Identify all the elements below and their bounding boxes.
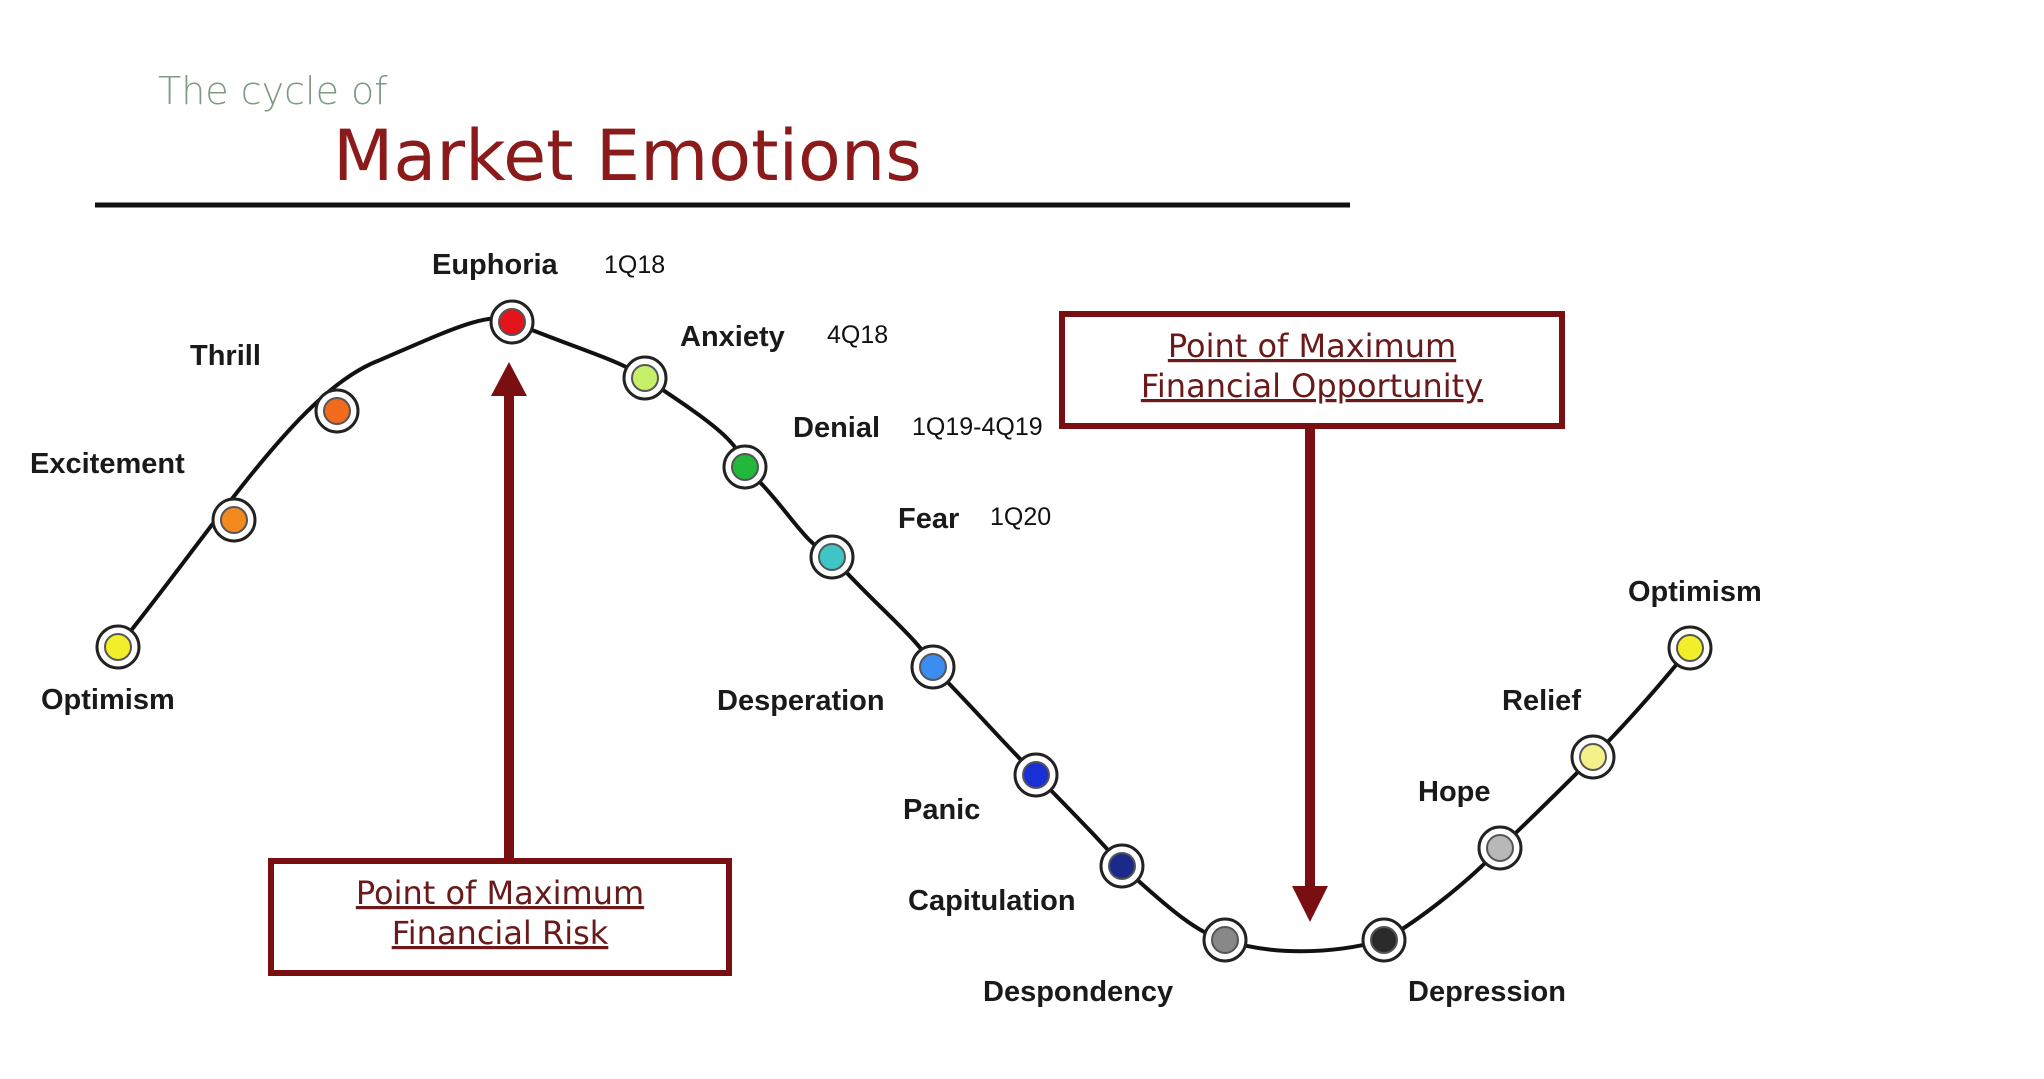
- stage-dot-euphoria: [489, 299, 535, 345]
- label-capitulation: Capitulation: [908, 885, 1076, 917]
- label-optimism-start: Optimism: [41, 684, 175, 716]
- risk-arrow: [491, 362, 527, 860]
- subtitle: The cycle of: [158, 69, 388, 113]
- callout-risk-line1: Point of Maximum: [356, 874, 644, 912]
- quarter-euphoria: 1Q18: [604, 251, 665, 279]
- callout-risk-line2: Financial Risk: [392, 914, 609, 952]
- callout-opportunity-line1: Point of Maximum: [1168, 327, 1456, 365]
- label-desperation: Desperation: [717, 685, 885, 717]
- quarter-denial: 1Q19-4Q19: [912, 413, 1043, 441]
- label-hope: Hope: [1418, 776, 1491, 808]
- stage-dot-panic: [1013, 752, 1059, 798]
- stage-dot-optimism-end: [1667, 625, 1713, 671]
- stage-dot-fear: [809, 534, 855, 580]
- stage-dot-hope: [1477, 825, 1523, 871]
- label-fear: Fear: [898, 503, 959, 535]
- label-optimism-end: Optimism: [1628, 576, 1762, 608]
- stage-dot-excitement: [211, 497, 257, 543]
- callout-maximum-risk: Point of Maximum Financial Risk: [268, 858, 732, 976]
- stage-dot-desperation: [910, 644, 956, 690]
- opportunity-arrow: [1292, 425, 1328, 922]
- label-panic: Panic: [903, 794, 980, 826]
- label-excitement: Excitement: [30, 448, 185, 480]
- quarter-fear: 1Q20: [990, 503, 1051, 531]
- stage-dot-thrill: [314, 388, 360, 434]
- label-thrill: Thrill: [190, 340, 261, 372]
- label-relief: Relief: [1502, 685, 1581, 717]
- callout-maximum-opportunity: Point of Maximum Financial Opportunity: [1059, 311, 1565, 429]
- label-despondency: Despondency: [983, 976, 1173, 1008]
- quarter-anxiety: 4Q18: [827, 321, 888, 349]
- label-depression: Depression: [1408, 976, 1566, 1008]
- label-anxiety: Anxiety: [680, 321, 785, 353]
- emotion-cycle-curve: [116, 316, 1692, 954]
- label-denial: Denial: [793, 412, 880, 444]
- stage-labels: Optimism Excitement Thrill Euphoria 1Q18…: [30, 249, 1762, 1008]
- page-title: Market Emotions: [333, 115, 922, 197]
- stage-dot-anxiety: [622, 355, 668, 401]
- stage-dot-depression: [1361, 917, 1407, 963]
- stage-dots: [95, 299, 1713, 963]
- stage-dot-capitulation: [1099, 843, 1145, 889]
- callout-opportunity-line2: Financial Opportunity: [1141, 367, 1483, 405]
- stage-dot-despondency: [1202, 917, 1248, 963]
- label-euphoria: Euphoria: [432, 249, 559, 281]
- stage-dot-optimism-start: [95, 624, 141, 670]
- stage-dot-denial: [722, 444, 768, 490]
- stage-dot-relief: [1570, 734, 1616, 780]
